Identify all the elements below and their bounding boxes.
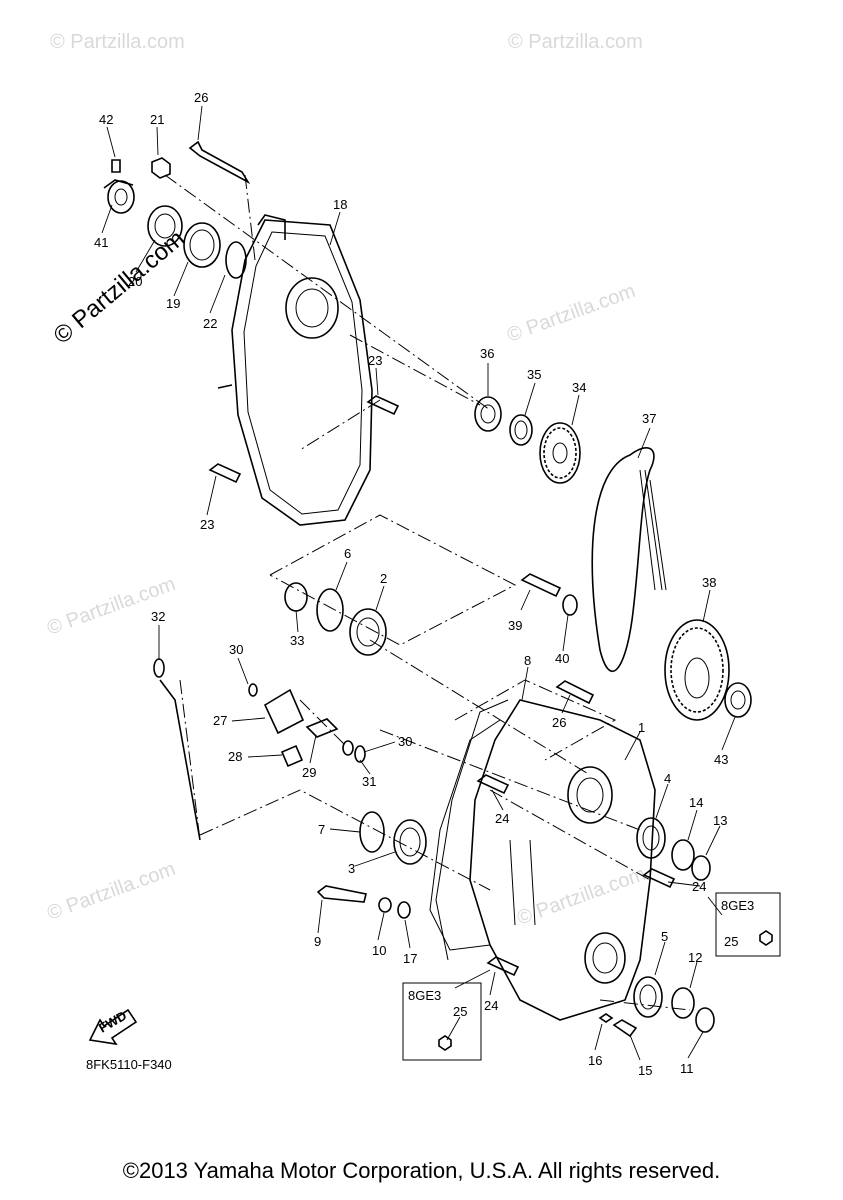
callout-35: 35: [527, 367, 541, 382]
callout-19: 19: [166, 296, 180, 311]
drive-gear-parts: [520, 573, 752, 721]
callout-37: 37: [642, 411, 656, 426]
callout-33: 33: [290, 633, 304, 648]
callout-7: 7: [318, 822, 325, 837]
callout-12: 12: [688, 950, 702, 965]
watermark-text: © Partzilla.com: [504, 280, 638, 347]
callout-30b: 30: [398, 734, 412, 749]
variant-screws: [438, 930, 773, 1051]
callout-1: 1: [638, 720, 645, 735]
callout-30a: 30: [229, 642, 243, 657]
variant-part-bottom: 25: [453, 1004, 467, 1019]
callout-15: 15: [638, 1063, 652, 1078]
callout-41: 41: [94, 235, 108, 250]
callout-23a: 23: [368, 353, 382, 368]
callout-9: 9: [314, 934, 321, 949]
callout-26b: 26: [552, 715, 566, 730]
chain-case-cover: [217, 214, 373, 526]
callout-39: 39: [508, 618, 522, 633]
dipstick: [153, 658, 201, 841]
exploded-view-diagram: © Partzilla.com © Partzilla.com © Partzi…: [44, 31, 781, 1078]
callout-5: 5: [661, 929, 668, 944]
callout-3: 3: [348, 861, 355, 876]
leader-lines: [101, 105, 736, 1061]
variant-box-bottom: [402, 982, 482, 1061]
callout-32: 32: [151, 609, 165, 624]
callout-13: 13: [713, 813, 727, 828]
watermark-text-dark: © Partzilla.com: [49, 225, 190, 350]
lower-left-parts: [316, 811, 638, 1038]
callout-22: 22: [203, 316, 217, 331]
callout-38: 38: [702, 575, 716, 590]
assembly-lines: [164, 174, 691, 1011]
variant-box-right: [715, 892, 781, 957]
variant-code-right: 8GE3: [721, 898, 754, 913]
callout-27: 27: [213, 713, 227, 728]
watermark-text: © Partzilla.com: [508, 31, 643, 53]
watermark-text: © Partzilla.com: [44, 573, 178, 640]
callout-40: 40: [555, 651, 569, 666]
callout-24c: 24: [484, 998, 498, 1013]
bearing-parts-middle: [284, 582, 387, 656]
variant-part-right: 25: [724, 934, 738, 949]
callout-11: 11: [680, 1061, 694, 1076]
right-seals: [633, 817, 715, 1033]
callout-labels: 1 2 3 4 5 6 7 8 9 10 11 12 13 14 15 16 1…: [94, 90, 728, 1078]
callout-42: 42: [99, 112, 113, 127]
variant-code-bottom: 8GE3: [408, 988, 441, 1003]
callout-4: 4: [664, 771, 671, 786]
main-housing: [429, 699, 656, 1021]
watermarks: © Partzilla.com © Partzilla.com © Partzi…: [44, 31, 648, 930]
callout-21: 21: [150, 112, 164, 127]
callout-6: 6: [344, 546, 351, 561]
idler-gear-parts: [474, 396, 581, 484]
callout-8: 8: [524, 653, 531, 668]
callout-36: 36: [480, 346, 494, 361]
callout-23b: 23: [200, 517, 214, 532]
callout-17: 17: [403, 951, 417, 966]
top-left-parts: [103, 140, 251, 279]
callout-24b: 24: [692, 879, 706, 894]
watermark-text: © Partzilla.com: [44, 858, 178, 925]
callout-26a: 26: [194, 90, 208, 105]
callout-14: 14: [689, 795, 703, 810]
callout-16: 16: [588, 1053, 602, 1068]
callout-31: 31: [362, 774, 376, 789]
watermark-text: © Partzilla.com: [50, 31, 185, 53]
copyright-footer: ©2013 Yamaha Motor Corporation, U.S.A. A…: [122, 1158, 721, 1183]
callout-10: 10: [372, 943, 386, 958]
diagram-code: 8FK5110-F340: [86, 1057, 172, 1072]
bolts: [208, 395, 676, 977]
callout-20: 20: [128, 274, 142, 289]
callout-24a: 24: [495, 811, 509, 826]
fwd-arrow-icon: [88, 1008, 138, 1046]
callout-43: 43: [714, 752, 728, 767]
variant-box-labels: 8GE3 25 8GE3 25: [408, 898, 754, 1019]
callout-34: 34: [572, 380, 586, 395]
callout-29: 29: [302, 765, 316, 780]
tensioner-parts: [248, 683, 366, 768]
drive-chain: [591, 447, 667, 673]
callout-18: 18: [333, 197, 347, 212]
callout-28: 28: [228, 749, 242, 764]
callout-2: 2: [380, 571, 387, 586]
